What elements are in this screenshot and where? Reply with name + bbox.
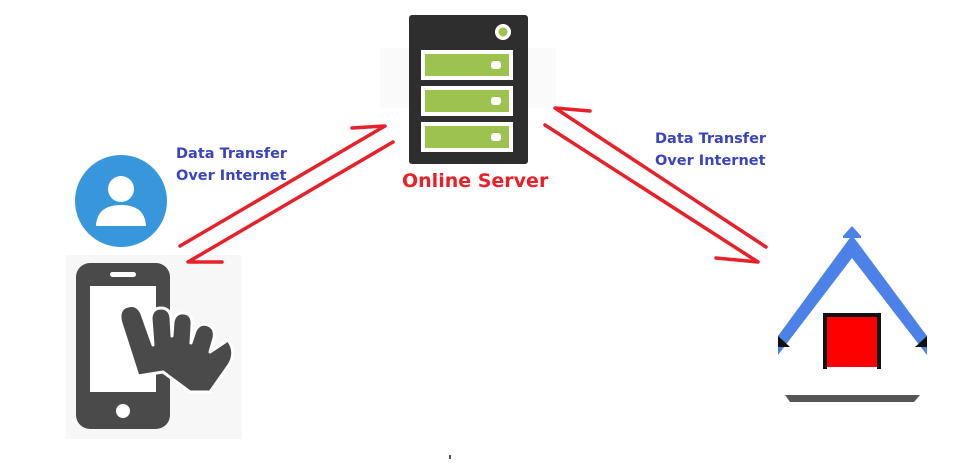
arrow-to-house [543, 123, 760, 264]
arrow-to-server-right [553, 106, 768, 249]
server-icon [409, 15, 528, 164]
right-transfer-line2: Over Internet [655, 153, 766, 169]
house-icon [778, 226, 927, 402]
user-icon [75, 155, 167, 247]
server-label: Online Server [402, 170, 549, 192]
left-transfer-line2: Over Internet [176, 168, 287, 184]
right-transfer-line1: Data Transfer [655, 131, 767, 147]
stray-mark [449, 455, 451, 459]
right-transfer-arrows [543, 106, 768, 264]
left-transfer-arrows [178, 124, 395, 264]
smartphone-touch-icon [76, 263, 235, 429]
arrow-to-server [178, 124, 387, 248]
left-transfer-label: Data Transfer Over Internet [176, 143, 287, 187]
arrow-to-phone [186, 140, 395, 264]
left-transfer-line1: Data Transfer [176, 146, 288, 162]
right-transfer-label: Data Transfer Over Internet [655, 128, 766, 172]
